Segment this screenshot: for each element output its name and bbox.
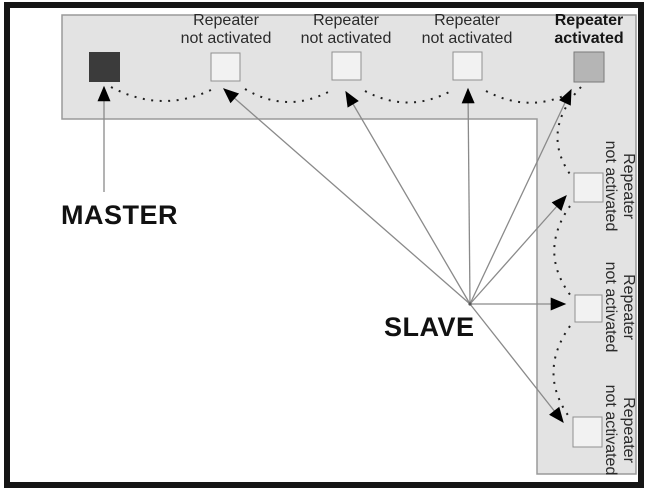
slave-origin-point (468, 302, 472, 306)
top-repeater-4-label-line1: Repeater (554, 12, 624, 29)
dotted-link-r1-r2 (244, 88, 331, 103)
right-repeater-3-label-line2: not activated (602, 384, 619, 476)
top-repeater-4-activated-square (573, 51, 605, 83)
right-repeater-1-label: Repeater not activated (601, 120, 637, 252)
slave-arrow-to-repeater-1 (223, 88, 471, 305)
top-repeater-1-label-line2: not activated (180, 30, 272, 47)
top-repeater-3-square (452, 51, 483, 81)
right-repeater-2-label-line2: not activated (602, 261, 619, 353)
master-label: MASTER (61, 200, 178, 230)
top-repeater-3-label: Repeater not activated (405, 12, 529, 48)
dotted-link-r4-rr1 (556, 86, 582, 178)
top-repeater-2-square (331, 51, 362, 81)
top-repeater-1-label-line1: Repeater (193, 12, 259, 29)
slave-arrow-to-repeater-2 (345, 90, 471, 305)
right-repeater-2-square (574, 294, 603, 323)
right-repeater-3-label: Repeater not activated (601, 364, 637, 496)
top-repeater-3-label-line2: not activated (421, 30, 513, 47)
right-repeater-1-square (573, 172, 604, 203)
right-repeater-3-label-line1: Repeater (620, 397, 637, 463)
top-repeater-2-label: Repeater not activated (284, 12, 408, 48)
top-repeater-3-label-line1: Repeater (434, 12, 500, 29)
slave-arrow-to-repeater-3 (461, 87, 475, 305)
top-repeater-1-label: Repeater not activated (164, 12, 288, 48)
top-repeater-4-activated-label: Repeater activated (527, 12, 651, 48)
dotted-link-rr1-rr2 (553, 205, 572, 297)
dotted-link-master-r1 (110, 86, 214, 102)
slave-arrow-to-right-repeater-1 (469, 195, 567, 305)
top-repeater-4-label-line2: activated (554, 30, 624, 47)
right-repeater-1-label-line1: Repeater (620, 153, 637, 219)
right-repeater-1-label-line2: not activated (602, 140, 619, 232)
dotted-link-r3-r4 (485, 90, 573, 104)
right-repeater-3-square (572, 416, 603, 448)
slave-arrow-to-repeater-activated (469, 88, 572, 305)
top-repeater-2-label-line2: not activated (300, 30, 392, 47)
dotted-link-r2-r3 (364, 90, 452, 104)
right-repeater-2-label: Repeater not activated (601, 241, 637, 373)
top-repeater-1-square (210, 52, 241, 82)
master-node-square (89, 52, 120, 82)
right-repeater-2-label-line1: Repeater (620, 274, 637, 340)
top-repeater-2-label-line1: Repeater (313, 12, 379, 29)
slave-arrow-to-right-repeater-3 (469, 303, 564, 424)
slave-label: SLAVE (384, 312, 475, 342)
